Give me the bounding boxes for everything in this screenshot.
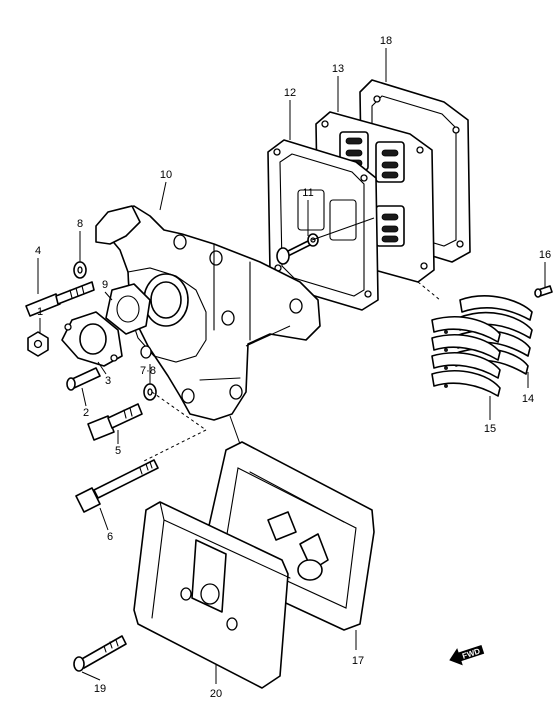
gasket-9 (105, 283, 151, 335)
callout-12: 12 (284, 87, 296, 99)
callout-15: 15 (484, 423, 496, 435)
manifold-10 (95, 205, 321, 421)
callout-4: 4 (35, 245, 41, 257)
callout-13: 13 (332, 63, 344, 75)
washer-7-8 (143, 383, 157, 401)
nut-1 (27, 331, 49, 357)
callout-20: 20 (210, 688, 222, 700)
callout-5: 5 (115, 445, 121, 457)
callout-11: 11 (302, 187, 313, 199)
callout-17: 17 (352, 655, 364, 667)
callout-6: 6 (107, 531, 113, 543)
callout-labels: 1 2 3 4 5 6 7·8 8 9 10 11 12 13 14 15 16… (35, 35, 551, 700)
bolt-5 (87, 403, 143, 441)
bolt-6 (75, 459, 159, 513)
callout-9: 9 (102, 279, 108, 291)
flange-plate-3 (61, 311, 123, 367)
cover-20 (133, 501, 291, 689)
callout-16: 16 (539, 249, 551, 261)
fwd-label: FWD (461, 646, 481, 660)
leader-lines (37, 48, 546, 684)
callout-19: 19 (94, 683, 106, 695)
callout-14: 14 (522, 393, 534, 405)
callout-7-8: 7·8 (140, 365, 156, 377)
bolt-4 (25, 281, 95, 317)
fwd-arrow-icon: FWD (449, 645, 485, 666)
callout-8: 8 (77, 218, 83, 230)
screw-11 (276, 233, 319, 265)
callout-10: 10 (160, 169, 172, 181)
alignment-lines (141, 217, 441, 463)
screw-16 (534, 285, 553, 298)
reed-stoppers-15 (431, 316, 501, 397)
washer-8 (73, 261, 87, 279)
stud-2 (66, 367, 101, 391)
callout-3: 3 (105, 375, 111, 387)
callout-18: 18 (380, 35, 392, 47)
callout-2: 2 (83, 407, 89, 419)
callout-1: 1 (37, 306, 43, 318)
screw-19 (73, 635, 127, 672)
